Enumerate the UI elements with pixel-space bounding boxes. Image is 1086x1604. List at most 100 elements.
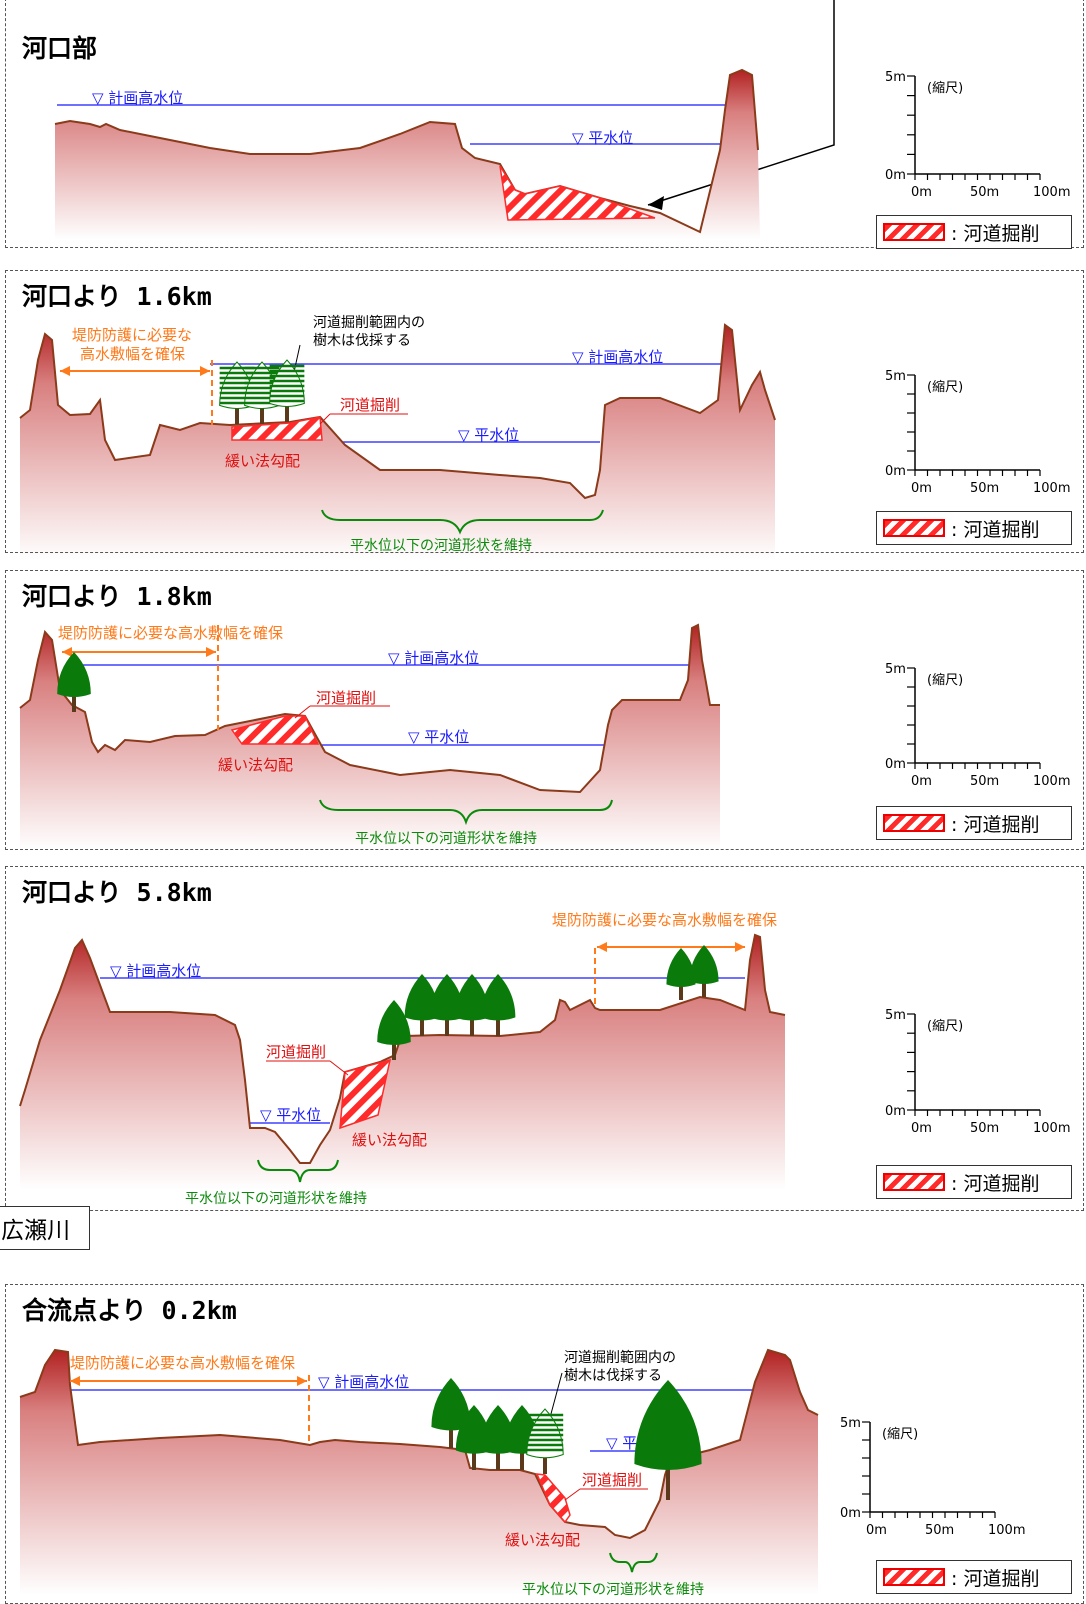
bank-annotation: 堤防防護に必要な高水敷幅を確保 (552, 911, 777, 929)
hwl-label: ▽ 計画高水位 (318, 1373, 409, 1391)
legend-label: : 河道掘削 (951, 1172, 1040, 1195)
excavation-area (499, 165, 656, 221)
section-estuary: ▽ 計画高水位 ▽ 平水位 (54, 68, 760, 240)
scale-label: 5m (885, 1008, 906, 1023)
bank-annotation-2: 高水敷幅を確保 (80, 345, 185, 363)
legend-box: : 河道掘削 (876, 1560, 1072, 1594)
excav-pointer (329, 1060, 349, 1076)
hwl-label: ▽ 計画高水位 (388, 649, 479, 667)
ground-profile (20, 1350, 818, 1595)
tree-group (57, 359, 719, 1500)
excavation-area (230, 715, 320, 745)
scale-label: 50m (970, 1121, 999, 1136)
excavation-area (231, 416, 323, 441)
panel-5-8km: 河口より 5.8km (5, 866, 1084, 1211)
panel-confluence: 合流点より 0.2km (5, 1284, 1084, 1604)
scale-label: 0m (885, 1104, 906, 1119)
excav-pointer (294, 705, 311, 719)
slope-label: 緩い法勾配 (225, 452, 300, 470)
nwl-label: ▽ 平水位 (408, 728, 469, 746)
tree-icon (454, 974, 490, 1036)
scale-label: 0m (840, 1506, 861, 1521)
scale-label: 0m (911, 481, 932, 496)
excav-label: 河道掘削 (266, 1043, 326, 1061)
tree-annotation-1: 河道掘削範囲内の (313, 314, 425, 331)
arrowhead-left (597, 942, 607, 952)
keep-label: 平水位以下の河道形状を維持 (355, 831, 537, 847)
excav-label: 河道掘削 (340, 396, 400, 414)
slope-label: 緩い法勾配 (218, 756, 293, 774)
arrowhead-right (200, 366, 210, 376)
scale-label: 100m (1033, 481, 1070, 496)
scale-label: (縮尺) (927, 80, 963, 96)
hatch-swatch (883, 519, 945, 537)
nwl-label: ▽ 平水位 (260, 1106, 321, 1124)
scale-label: 0m (885, 464, 906, 479)
excavation-area (535, 1473, 571, 1524)
keep-label: 平水位以下の河道形状を維持 (350, 538, 532, 554)
arrowhead-right (297, 1376, 307, 1386)
pointer-arrowhead (648, 196, 664, 210)
scale-label: 100m (1033, 185, 1070, 200)
felled-tree-icon (269, 359, 305, 422)
tree-icon (666, 948, 696, 1000)
scale-label: (縮尺) (927, 672, 963, 688)
excav-label: 河道掘削 (316, 689, 376, 707)
scale-label: 0m (911, 1121, 932, 1136)
arrowhead-left (62, 647, 72, 657)
scale-label: 0m (866, 1523, 887, 1538)
scale-label: 50m (970, 774, 999, 789)
legend-box: : 河道掘削 (876, 1165, 1072, 1199)
slope-label: 緩い法勾配 (505, 1531, 580, 1549)
tree-icon (634, 1380, 702, 1500)
legend-box: : 河道掘削 (876, 511, 1072, 545)
bank-annotation: 堤防防護に必要な高水敷幅を確保 (70, 1354, 295, 1372)
tree-annotation-2: 樹木は伐採する (313, 333, 411, 349)
scale-label: 50m (970, 185, 999, 200)
scale-label: 0m (911, 774, 932, 789)
panel-title: 河口より 1.8km (22, 582, 212, 611)
legend-box: : 河道掘削 (876, 215, 1072, 249)
keep-label: 平水位以下の河道形状を維持 (522, 1582, 704, 1598)
scale-label: 50m (925, 1523, 954, 1538)
tree-icon (480, 974, 516, 1036)
scale-label: 100m (1033, 774, 1070, 789)
panel-title: 合流点より 0.2km (22, 1296, 237, 1325)
legend-label: : 河道掘削 (951, 1567, 1040, 1590)
arrowhead-left (60, 366, 70, 376)
section-5-8km: 堤防防護に必要な高水敷幅を確保 ▽ 計画高水位 ▽ 平水位 河道掘削 緩い法勾配… (19, 911, 786, 1207)
ground-outline (54, 68, 759, 234)
bank-annotation: 堤防防護に必要な高水敷幅を確保 (58, 624, 283, 642)
keep-brace (319, 799, 613, 826)
scale-label: (縮尺) (882, 1426, 918, 1442)
panel-title: 河口より 1.6km (22, 282, 212, 311)
felled-tree-icon (526, 1408, 564, 1474)
scale-label: 100m (988, 1523, 1025, 1538)
section-1-6km: 堤防防護に必要な 高水敷幅を確保 河道掘削範囲内の 樹木は伐採する ▽ 計画高水… (19, 314, 776, 560)
panel-estuary: 河口部 (5, 0, 1084, 248)
pointer-line (647, 0, 835, 206)
arrowhead-right (735, 942, 745, 952)
ground-profile (20, 935, 785, 1190)
excav-pointer (319, 413, 331, 425)
nwl-label: ▽ 平水位 (458, 426, 519, 444)
hwl-label: ▽ 計画高水位 (572, 348, 663, 366)
section-1-8km: 堤防防護に必要な高水敷幅を確保 ▽ 計画高水位 ▽ 平水位 河道掘削 緩い法勾配… (19, 623, 720, 850)
tree-annotation-1: 河道掘削範囲内の (564, 1349, 676, 1366)
section-confluence-0-2km: 堤防防護に必要な高水敷幅を確保 河道掘削範囲内の 樹木は伐採する ▽ 計画高水位… (19, 1348, 819, 1598)
arrowhead-left (70, 1376, 80, 1386)
arrowhead-right (206, 647, 216, 657)
scale-label: 0m (885, 168, 906, 183)
river-name-tag: 広瀬川 (0, 1206, 90, 1250)
panel-1-8km: 河口より 1.8km (5, 570, 1084, 850)
excavation-area (339, 1058, 391, 1130)
scale-label: 5m (885, 70, 906, 85)
scale-label: 50m (970, 481, 999, 496)
legend-label: : 河道掘削 (951, 813, 1040, 836)
tree-icon (377, 1000, 411, 1060)
